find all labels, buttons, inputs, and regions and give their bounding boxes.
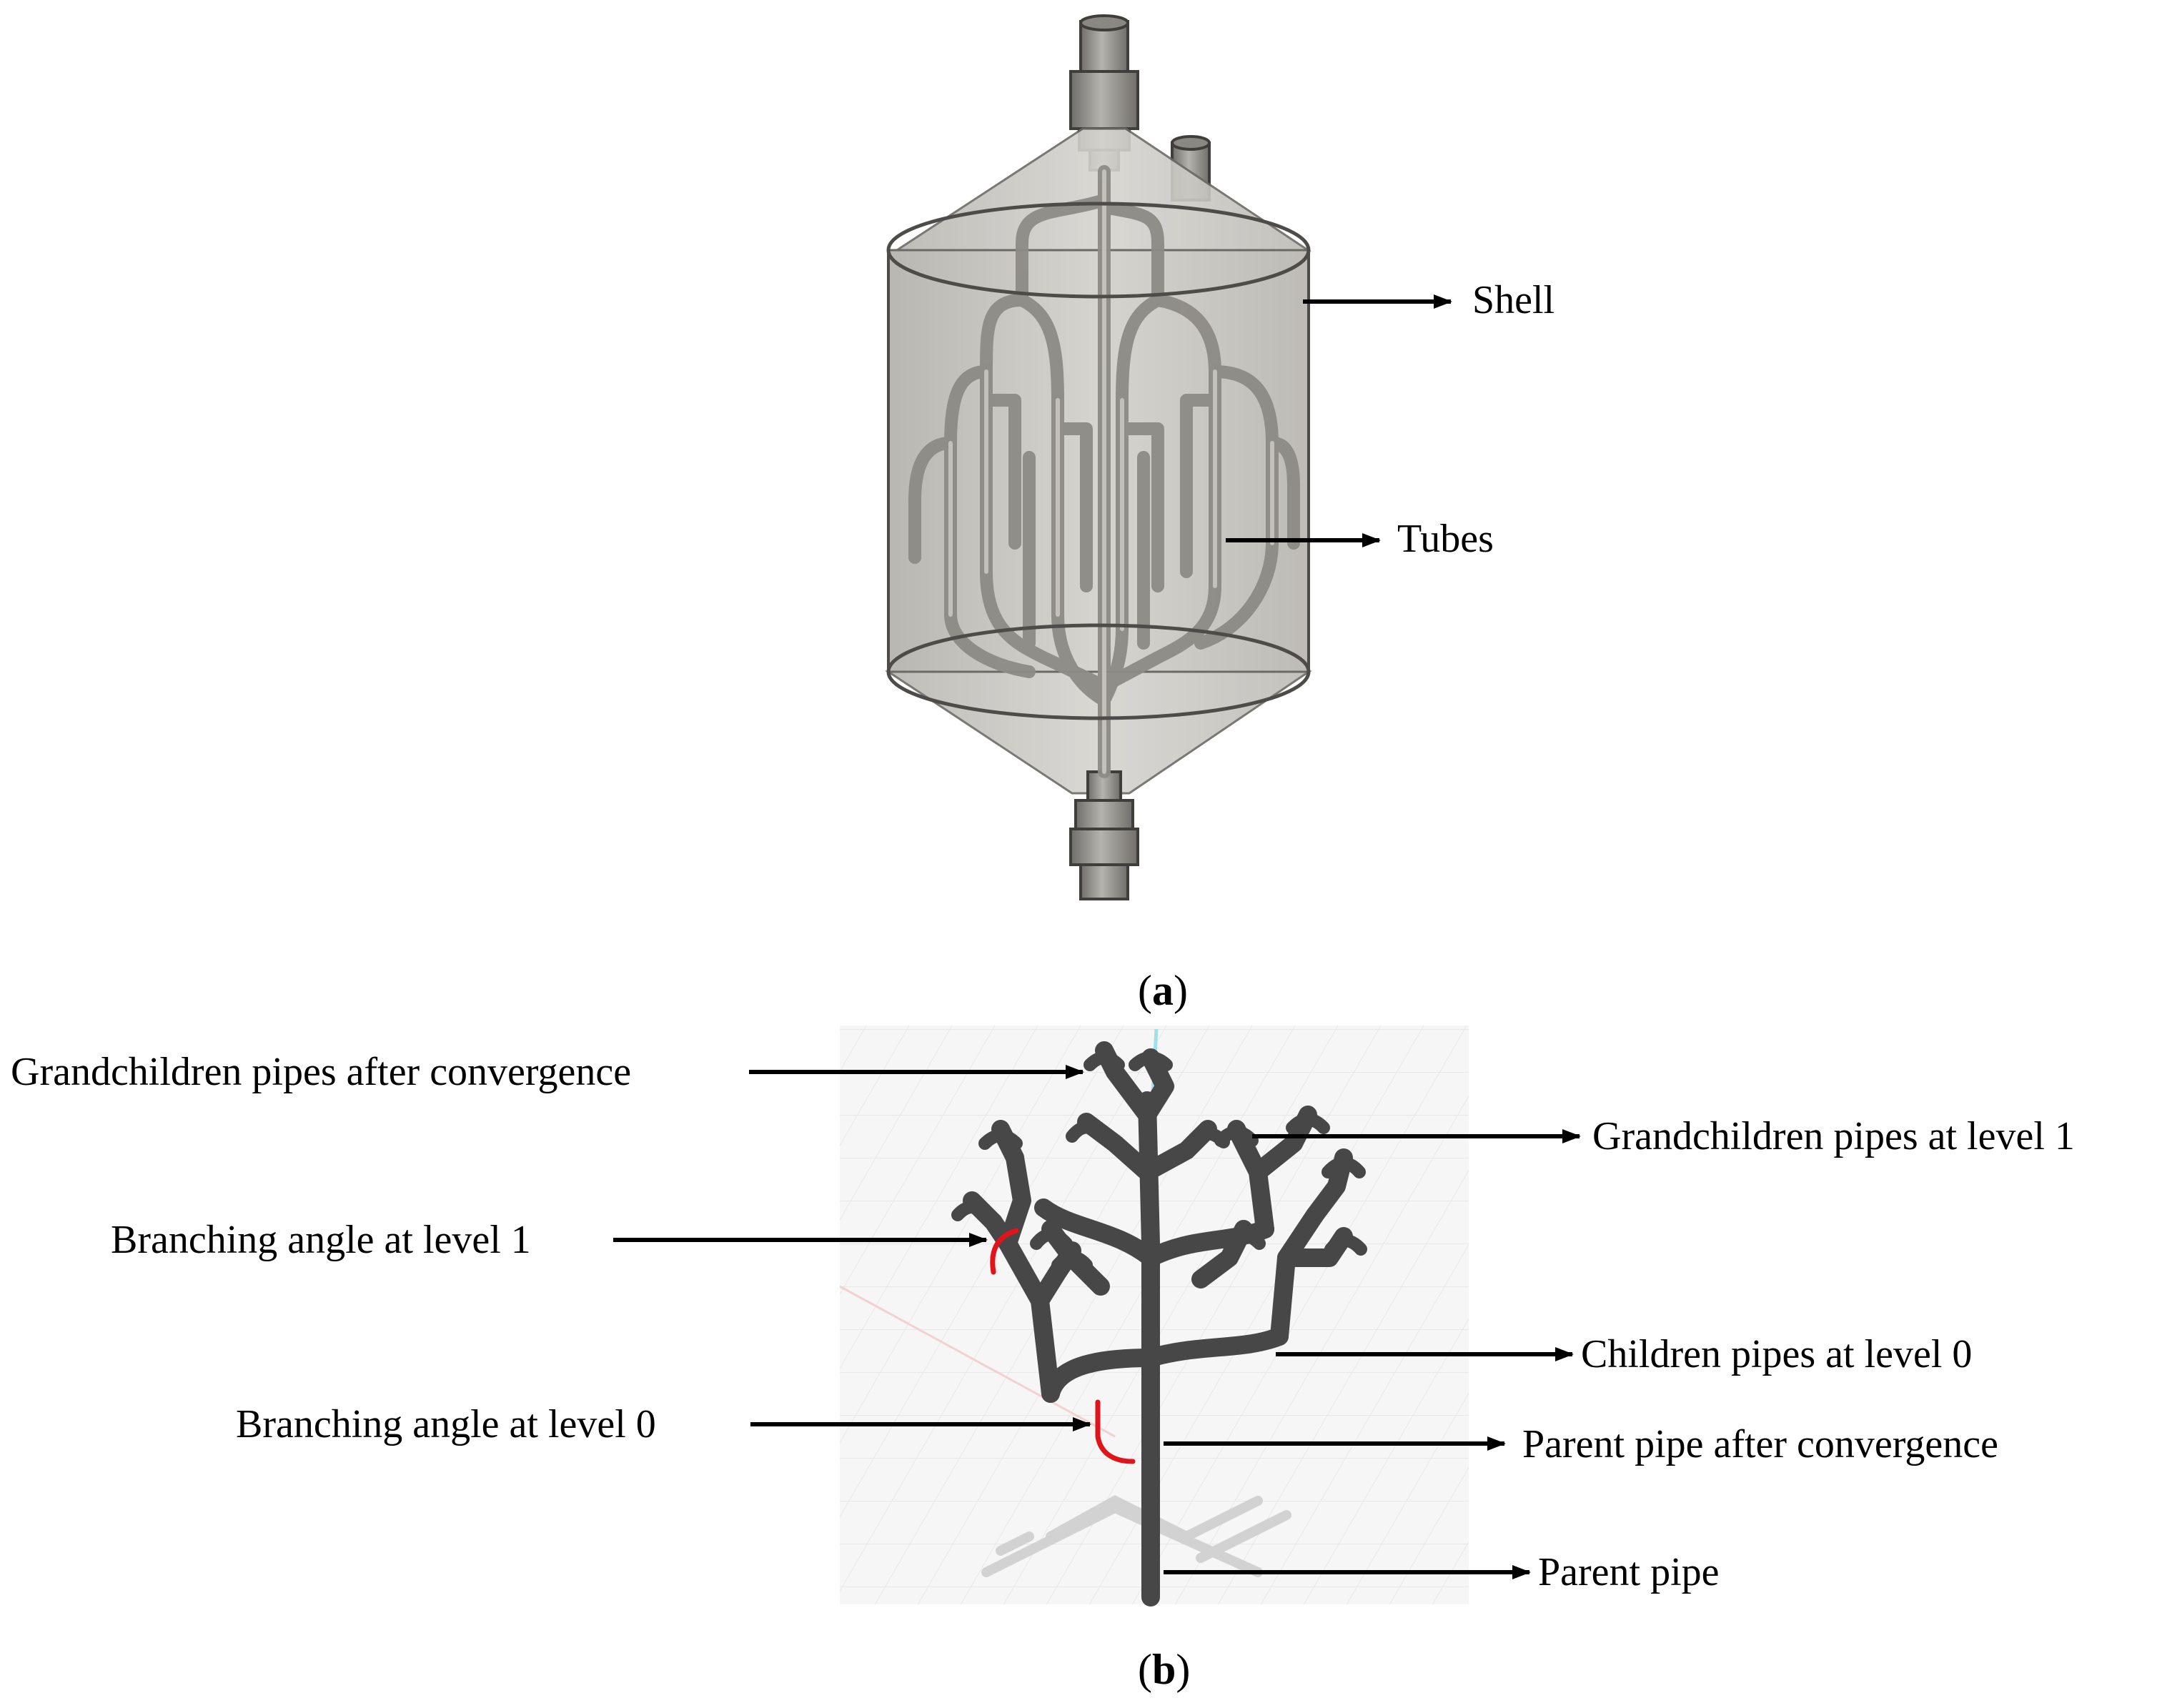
- branching-angle-1-label: Branching angle at level 1: [111, 1218, 531, 1262]
- grandchildren-after-label: Grandchildren pipes after convergence: [11, 1050, 632, 1094]
- branching-angle-0-label: Branching angle at level 0: [236, 1402, 656, 1446]
- heat-exchanger-model: [885, 14, 1312, 900]
- tree-pipe-model: [839, 1026, 1469, 1607]
- parent-after-label: Parent pipe after convergence: [1522, 1422, 1998, 1466]
- tubes-label: Tubes: [1397, 517, 1494, 561]
- internal-tubes-highlight: [948, 169, 1274, 774]
- children-level0-label: Children pipes at level 0: [1581, 1332, 1973, 1376]
- shell-label: Shell: [1472, 278, 1555, 322]
- bottom-outlet-port: [1069, 770, 1139, 900]
- parent-label: Parent pipe: [1538, 1550, 1720, 1594]
- panel-a-caption: (a): [1138, 967, 1188, 1014]
- grandchildren-level1-label: Grandchildren pipes at level 1: [1592, 1114, 2075, 1158]
- panel-b-caption: (b): [1138, 1646, 1191, 1693]
- angle-marker-level-1: [990, 1228, 1019, 1275]
- angle-marker-level-0: [1095, 1399, 1136, 1464]
- branch-tips: [951, 1051, 1367, 1271]
